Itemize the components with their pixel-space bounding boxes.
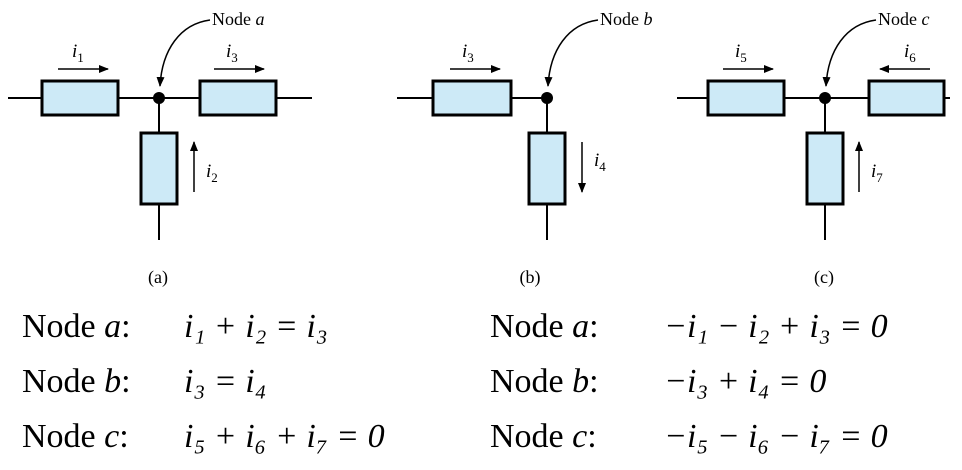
current-label-i4: i4 (594, 150, 606, 174)
resistor-left (431, 79, 513, 117)
equation-node-prefix: Node (22, 308, 105, 345)
equation-node-var: b (572, 363, 590, 400)
equation-node-prefix: Node (490, 418, 573, 455)
caption-c: (c) (814, 267, 834, 288)
equation-node-prefix: Node (22, 418, 105, 455)
equation-node-prefix: Node (22, 363, 105, 400)
equation-right-a: Node a: −i₁ − i₂ + i₃ = 0 (490, 310, 950, 344)
current-label-i1: i1 (72, 41, 84, 65)
equation-expression: i₃ = i₄ (184, 363, 267, 400)
node-c-dot (819, 92, 831, 104)
equation-expression: −i₅ − i₆ − i₇ = 0 (664, 418, 888, 455)
equation-colon: : (121, 308, 131, 345)
circuit-figure: Node a i1 i3 i2 (a) Node b i3 i4 (b) Nod… (8, 9, 950, 288)
equation-colon: : (589, 363, 599, 400)
equation-node-prefix: Node (490, 308, 573, 345)
resistor-bottom (139, 131, 179, 206)
equation-colon: : (587, 418, 597, 455)
equation-expression: −i₃ + i₄ = 0 (664, 363, 827, 400)
resistor-bottom (805, 131, 845, 206)
current-label-i7: i7 (871, 161, 883, 185)
equation-expression: i₅ + i₆ + i₇ = 0 (184, 418, 385, 455)
resistor-right (198, 79, 278, 117)
node-b-pointer (544, 19, 599, 87)
current-label-i2: i2 (206, 161, 218, 185)
equation-left-b: Node b: i₃ = i₄ (22, 365, 462, 399)
equation-right-c: Node c: −i₅ − i₆ − i₇ = 0 (490, 420, 950, 454)
panel-b: Node b i3 i4 (b) (397, 9, 653, 288)
node-a-dot (153, 92, 165, 104)
resistor-right (867, 79, 946, 117)
equation-expression: i₁ + i₂ = i₃ (184, 308, 328, 345)
equation-left-a: Node a: i₁ + i₂ = i₃ (22, 310, 462, 344)
equation-colon: : (589, 308, 599, 345)
equation-colon: : (121, 363, 131, 400)
node-c-pointer (822, 19, 877, 87)
equation-left-c: Node c: i₅ + i₆ + i₇ = 0 (22, 420, 462, 454)
panel-a: Node a i1 i3 i2 (a) (8, 9, 312, 288)
equation-node-var: a (572, 308, 590, 345)
equation-node-var: c (572, 418, 588, 455)
node-a-pointer (156, 19, 211, 87)
current-label-i6: i6 (904, 41, 916, 65)
equation-node-prefix: Node (490, 363, 573, 400)
caption-a: (a) (148, 267, 168, 288)
node-b-dot (541, 92, 553, 104)
current-label-i3: i3 (226, 41, 238, 65)
equation-node-var: c (104, 418, 120, 455)
resistor-left (706, 79, 786, 117)
caption-b: (b) (520, 267, 541, 288)
node-c-label: Node c (878, 9, 930, 29)
panel-c: Node c i5 i6 i7 (c) (677, 9, 950, 288)
equation-node-var: a (104, 308, 122, 345)
node-b-label: Node b (600, 9, 653, 29)
resistor-bottom (527, 131, 567, 206)
node-a-label: Node a (212, 9, 265, 29)
current-label-i5: i5 (735, 41, 747, 65)
equation-node-var: b (104, 363, 122, 400)
equation-expression: −i₁ − i₂ + i₃ = 0 (664, 308, 888, 345)
resistor-left (40, 79, 120, 117)
equation-right-b: Node b: −i₃ + i₄ = 0 (490, 365, 950, 399)
equation-colon: : (119, 418, 129, 455)
current-label-i3: i3 (462, 41, 474, 65)
